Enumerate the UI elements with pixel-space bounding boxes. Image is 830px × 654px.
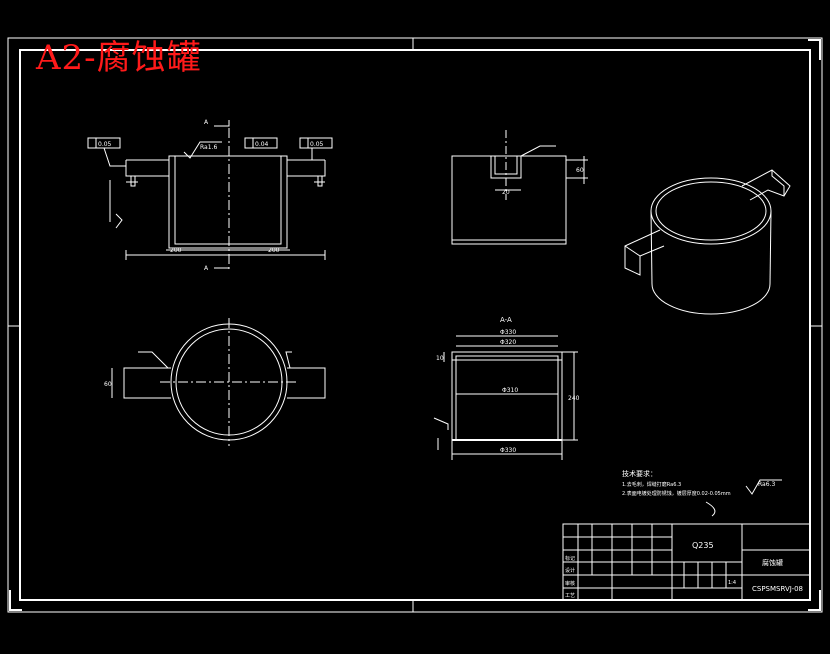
marker-a-top: A xyxy=(204,119,209,126)
dim-sec-mid: Φ310 xyxy=(502,387,518,394)
tech-line-2: 2.表面电镀处理防锈蚀，镀层厚度0.02-0.05mm xyxy=(622,490,731,497)
sheet-title: A2-腐蚀罐 xyxy=(36,38,202,78)
tol-a: 0.05 xyxy=(98,141,112,148)
marker-a-bottom: A xyxy=(204,265,209,272)
title-row-4: 工艺 xyxy=(565,593,575,599)
title-material: Q235 xyxy=(692,541,714,550)
title-drawing-no: CSPSMSRVJ-08 xyxy=(752,585,803,593)
title-block xyxy=(562,523,811,601)
top-view xyxy=(111,318,326,446)
dim-sec-top: 10 xyxy=(436,355,444,362)
side-view xyxy=(451,130,588,245)
dim-sec-outer: Φ330 xyxy=(500,329,516,336)
tech-heading: 技术要求： xyxy=(622,469,657,478)
dim-side-height: 60 xyxy=(576,167,584,174)
dim-front-right: 200 xyxy=(268,247,280,254)
title-row-2: 设计 xyxy=(565,567,575,574)
roughness-front: Ra1.6 xyxy=(200,144,217,151)
dim-front-left: 200 xyxy=(170,247,182,254)
roughness-global: Ra6.3 xyxy=(758,481,775,488)
inner-frame xyxy=(19,49,811,601)
dim-sec-inner: Φ320 xyxy=(500,339,516,346)
section-aa-view xyxy=(433,335,578,460)
title-row-1: 标记 xyxy=(565,555,575,562)
tol-c: 0.05 xyxy=(310,141,324,148)
isometric-view xyxy=(624,169,791,315)
title-scale: 1:4 xyxy=(728,580,736,586)
dim-sec-bottom: Φ330 xyxy=(500,447,516,454)
dim-sec-height: 240 xyxy=(568,395,580,402)
tol-b: 0.04 xyxy=(255,141,269,148)
title-row-3: 审核 xyxy=(565,580,575,587)
section-label: A-A xyxy=(500,316,512,324)
title-part-name: 腐蚀罐 xyxy=(762,558,783,567)
front-view xyxy=(87,120,333,270)
outer-frame xyxy=(7,37,823,613)
dim-top-handle: 60 xyxy=(104,381,112,388)
dim-side-slot: 20 xyxy=(502,189,510,196)
tech-line-1: 1.去毛刺，焊缝打磨Ra6.3 xyxy=(622,481,681,488)
